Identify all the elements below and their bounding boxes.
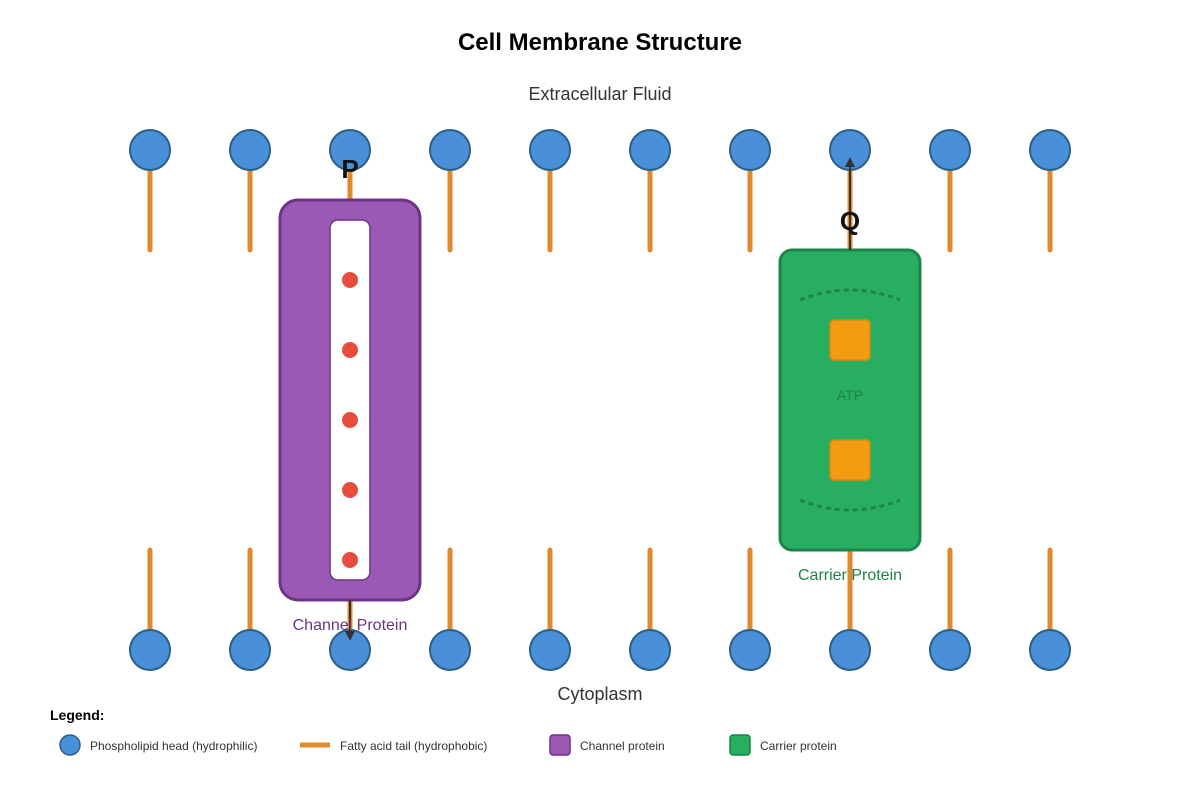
phospholipid-head <box>629 629 671 671</box>
phospholipid-head <box>1029 129 1071 171</box>
phospholipid-head <box>729 629 771 671</box>
phospholipid-head <box>229 129 271 171</box>
legend-title: Legend: <box>50 707 104 723</box>
ions <box>342 272 358 568</box>
channel-protein: Channel Protein <box>278 198 422 641</box>
phospholipid-head <box>529 129 571 171</box>
phospholipid-head <box>929 629 971 671</box>
inner-leaflet <box>129 547 1071 671</box>
cytoplasm-label: Cytoplasm <box>557 684 642 704</box>
carrier-bottom-arc <box>799 498 901 512</box>
phospholipid-head <box>129 629 171 671</box>
phospholipid-head <box>429 129 471 171</box>
phospholipid-head <box>429 629 471 671</box>
legend-tail-label: Fatty acid tail (hydrophobic) <box>340 739 487 753</box>
legend-carrier-label: Carrier protein <box>760 739 837 753</box>
marker-p: P <box>341 154 358 184</box>
phospholipid-head <box>729 129 771 171</box>
legend-carrier-swatch <box>729 734 751 756</box>
binding-site-upper <box>829 319 871 361</box>
phospholipid-head <box>329 129 371 171</box>
phospholipid-head <box>529 629 571 671</box>
phospholipid-head <box>229 629 271 671</box>
carrier-protein-label: Carrier Protein <box>798 567 902 584</box>
ion <box>342 552 358 568</box>
phospholipid-head <box>829 629 871 671</box>
phospholipid-head <box>129 129 171 171</box>
phospholipid-head <box>629 129 671 171</box>
channel-protein-label: Channel Protein <box>293 617 408 634</box>
channel-pore <box>329 219 371 581</box>
phospholipid-head <box>1029 629 1071 671</box>
legend-channel-swatch <box>549 734 571 756</box>
outer-leaflet <box>129 129 1071 253</box>
binding-site-lower <box>829 439 871 481</box>
legend-head-label: Phospholipid head (hydrophilic) <box>90 739 257 753</box>
diagram-title: Cell Membrane Structure <box>458 29 742 56</box>
marker-q: Q <box>840 206 860 236</box>
ion <box>342 482 358 498</box>
extracellular-fluid-label: Extracellular Fluid <box>528 84 671 104</box>
ion <box>342 342 358 358</box>
legend-head-swatch <box>59 734 81 756</box>
ion <box>342 272 358 288</box>
carrier-top-arc <box>799 288 901 302</box>
atp-label: ATP <box>837 387 863 403</box>
phospholipid-head <box>929 129 971 171</box>
legend: Legend: Phospholipid head (hydrophilic) … <box>50 707 837 756</box>
ion <box>342 412 358 428</box>
carrier-protein: ATP Carrier Protein <box>778 157 922 584</box>
legend-channel-label: Channel protein <box>580 739 665 753</box>
